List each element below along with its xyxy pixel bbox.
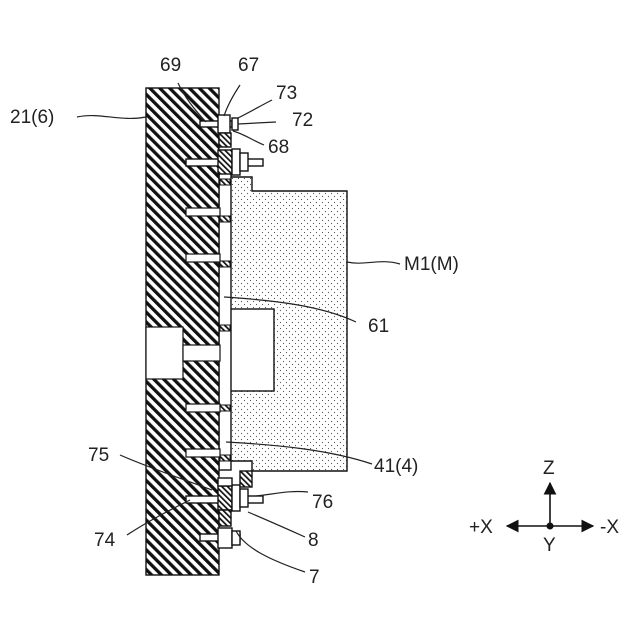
- label-74: 74: [94, 530, 116, 551]
- label-8: 8: [308, 530, 319, 551]
- axis-z-label: Z: [543, 458, 555, 479]
- module-body: [230, 177, 347, 471]
- label-69: 69: [160, 55, 181, 76]
- module-inner-block: [230, 309, 274, 391]
- y-axis-origin: [547, 523, 554, 530]
- label-7: 7: [309, 567, 320, 588]
- label-72: 72: [292, 110, 313, 131]
- label-61: 61: [368, 316, 389, 337]
- axis-y-label: Y: [543, 535, 556, 556]
- axis-minus-x-label: -X: [600, 517, 619, 538]
- label-75: 75: [88, 445, 109, 466]
- label-68: 68: [268, 137, 289, 158]
- cooler-plate: [219, 170, 231, 470]
- label-module: M1(M): [404, 254, 459, 275]
- label-67: 67: [238, 55, 259, 76]
- label-73: 73: [276, 83, 297, 104]
- label-76: 76: [312, 492, 333, 513]
- axis-plus-x-label: +X: [469, 517, 493, 538]
- label-cooler: 41(4): [374, 456, 418, 477]
- axes-indicator: Z +X -X Y: [469, 458, 619, 556]
- label-base: 21(6): [10, 107, 54, 128]
